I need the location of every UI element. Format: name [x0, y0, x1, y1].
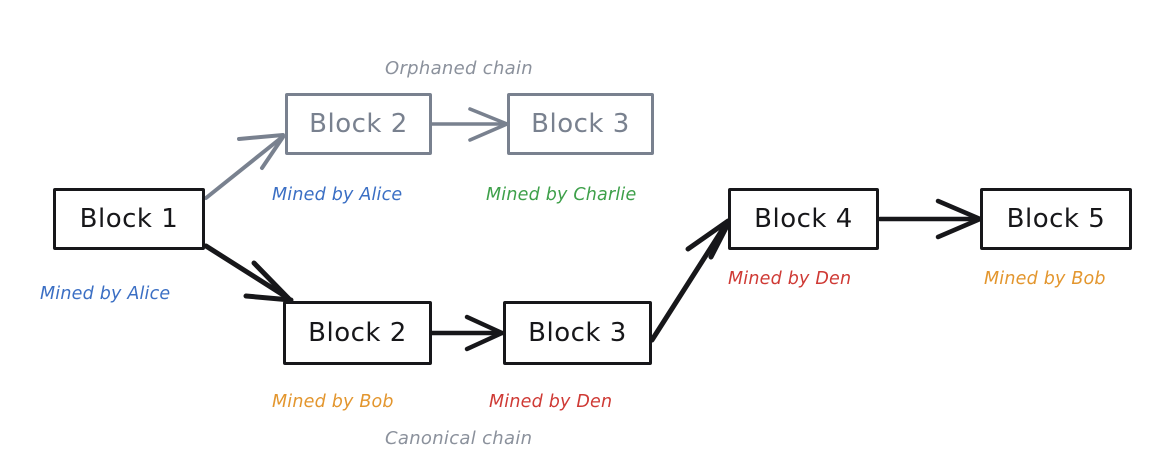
arrow-block4-to-block5: [877, 198, 983, 240]
block-label: Block 2: [308, 318, 407, 348]
arrow-canonical-block2-to-canonical-block3: [429, 314, 505, 352]
arrow-orphan-block2-to-orphan-block3: [430, 107, 509, 142]
block-label: Block 5: [1006, 204, 1106, 234]
block-node-canonical-block-3[interactable]: Block 3: [503, 301, 652, 365]
block-label: Block 4: [754, 204, 853, 234]
miner-label-orphan-block-3: Mined by Charlie: [486, 185, 637, 205]
arrow-block1-to-canonical-block2: [203, 243, 294, 303]
block-label: Block 3: [528, 318, 627, 348]
orphaned-chain-caption: Orphaned chain: [385, 58, 534, 79]
block-node-orphan-block-2[interactable]: Block 2: [285, 93, 432, 155]
block-label: Block 3: [531, 109, 630, 139]
block-node-orphan-block-3[interactable]: Block 3: [507, 93, 654, 155]
miner-label-block-1: Mined by Alice: [40, 284, 171, 304]
miner-label-block-5: Mined by Bob: [984, 269, 1106, 289]
arrow-canonical-block3-to-block4: [649, 218, 732, 343]
block-node-block-4[interactable]: Block 4: [728, 188, 879, 250]
block-node-canonical-block-2[interactable]: Block 2: [283, 301, 432, 365]
miner-label-canonical-block-3: Mined by Den: [489, 392, 613, 412]
miner-label-canonical-block-2: Mined by Bob: [272, 392, 394, 412]
block-node-block-1[interactable]: Block 1: [53, 188, 205, 250]
block-label: Block 2: [309, 109, 408, 139]
canonical-chain-caption: Canonical chain: [385, 428, 533, 449]
miner-label-block-4: Mined by Den: [728, 269, 852, 289]
block-label: Block 1: [79, 204, 179, 234]
miner-label-orphan-block-2: Mined by Alice: [272, 185, 403, 205]
block-node-block-5[interactable]: Block 5: [980, 188, 1132, 250]
